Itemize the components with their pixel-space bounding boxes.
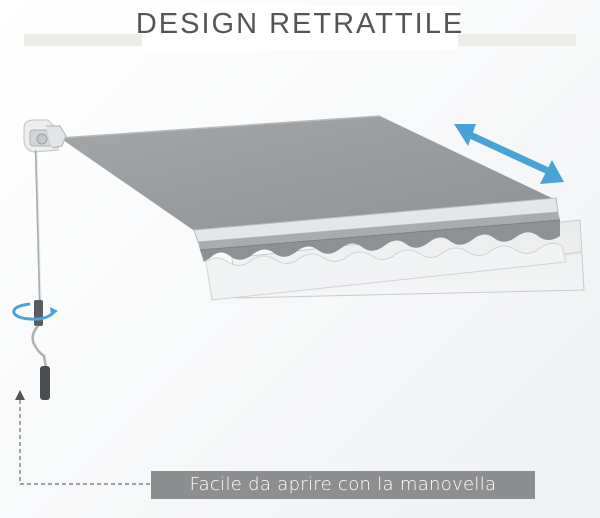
awning-canopy — [59, 115, 556, 232]
front-bar — [193, 197, 560, 250]
dashed-pointer — [19, 398, 150, 485]
crank-handle[interactable] — [31, 149, 50, 400]
valance — [199, 219, 561, 262]
page-title: DESIGN RETRATTILE — [135, 8, 465, 40]
caption-label: Facile da aprire con la manovella — [151, 471, 535, 499]
arrow-up-icon — [15, 390, 25, 400]
double-arrow-icon — [454, 124, 564, 184]
extended-ghost-panel — [205, 242, 567, 301]
title-background — [142, 6, 458, 50]
rotate-arrow-icon — [12, 302, 58, 321]
wall-bracket — [23, 119, 67, 153]
